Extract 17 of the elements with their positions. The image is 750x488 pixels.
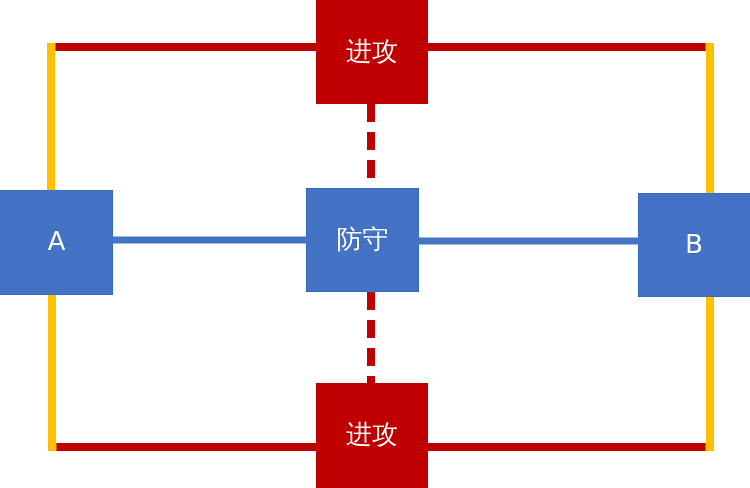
node-label: 防守 bbox=[336, 224, 388, 256]
node-label: 进攻 bbox=[346, 419, 398, 452]
node-box bbox=[0, 190, 113, 295]
node-label: 进攻 bbox=[346, 36, 398, 68]
elbow-connector bbox=[428, 43, 714, 193]
node-box bbox=[316, 383, 428, 488]
connector-line bbox=[113, 236, 306, 244]
elbow-connector bbox=[47, 43, 316, 190]
node-label: A bbox=[48, 226, 66, 259]
node-box bbox=[306, 188, 419, 292]
connector-line bbox=[419, 238, 638, 244]
node-box bbox=[316, 0, 428, 104]
dashed-connector bbox=[367, 292, 375, 383]
node-box bbox=[638, 193, 750, 297]
elbow-connector bbox=[428, 297, 714, 451]
elbow-connector bbox=[48, 295, 316, 451]
node-label: B bbox=[685, 228, 703, 262]
